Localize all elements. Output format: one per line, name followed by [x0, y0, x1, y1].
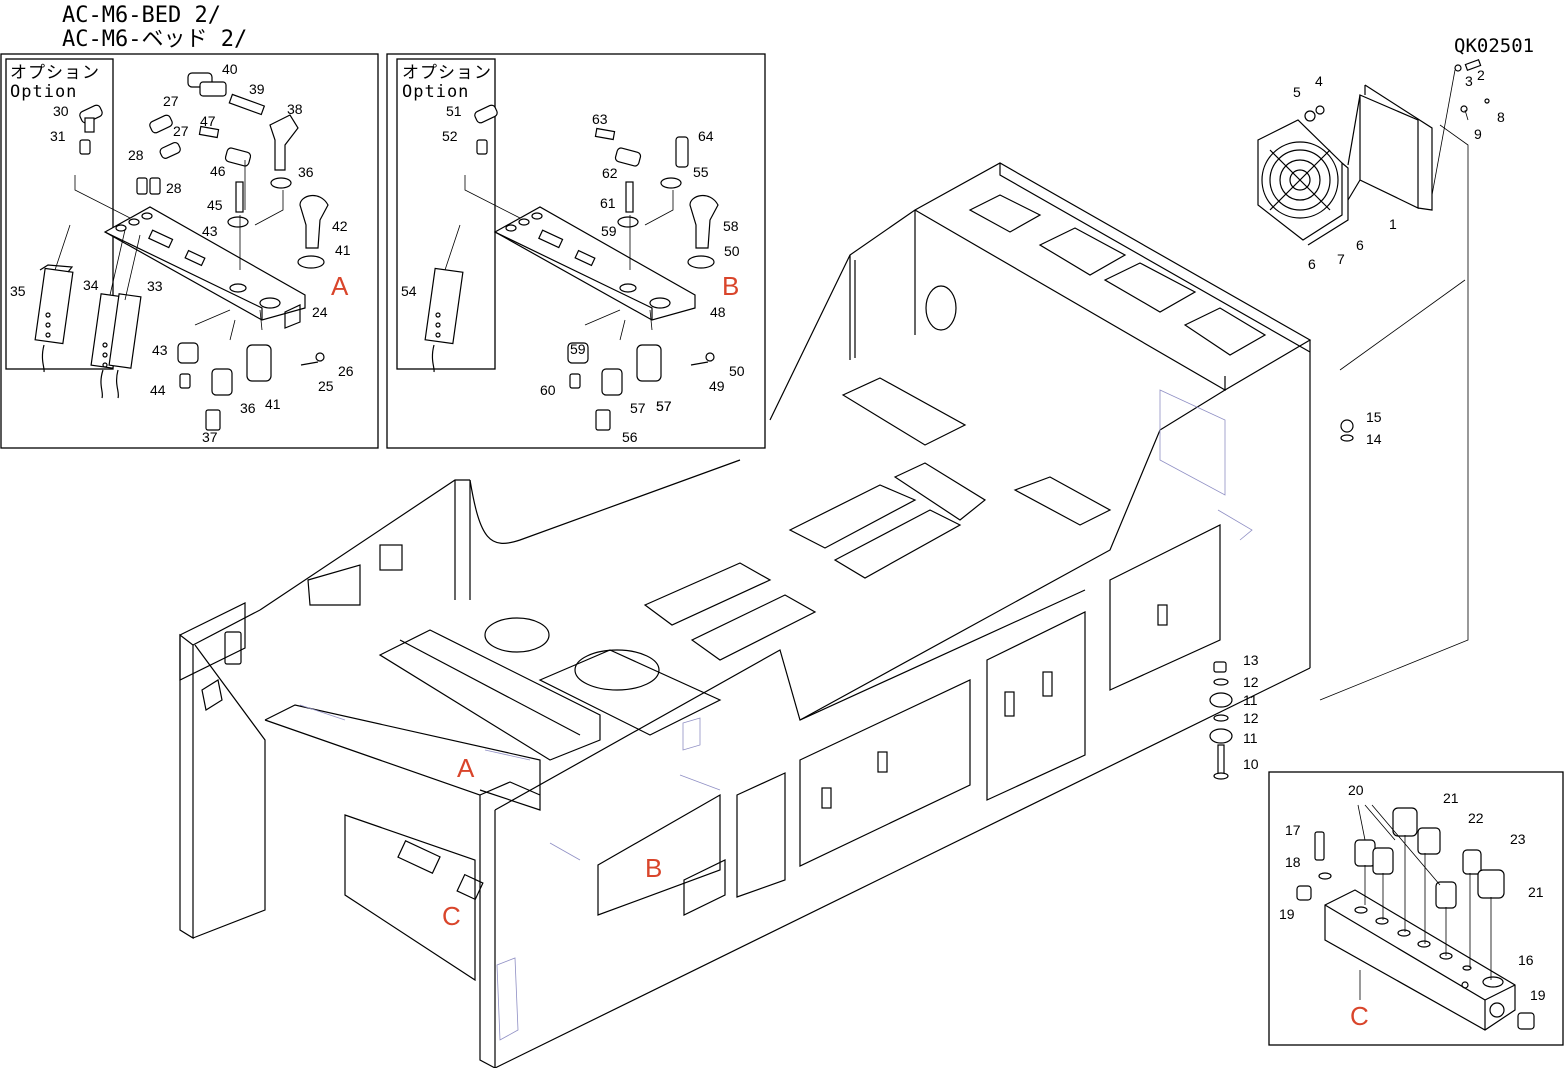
- part-number: 54: [401, 283, 417, 299]
- part-number: 18: [1285, 854, 1301, 870]
- part-number: 4: [1315, 73, 1323, 89]
- fan-assembly: [1258, 60, 1489, 700]
- part-number: 62: [602, 165, 618, 181]
- part-number: 57: [630, 400, 646, 416]
- part-number: 37: [202, 429, 218, 445]
- part-number: 51: [446, 103, 462, 119]
- bed-frame: [180, 163, 1310, 1068]
- drawing-code: QK02501: [1454, 35, 1534, 57]
- mount-stack: [1210, 420, 1353, 779]
- part-number: 25: [318, 378, 334, 394]
- part-number: 13: [1243, 652, 1259, 668]
- callout-b: B: [722, 271, 739, 301]
- part-number: 31: [50, 128, 66, 144]
- part-number: 3: [1465, 73, 1473, 89]
- part-number: 7: [1337, 251, 1345, 267]
- callout-a: A: [331, 271, 349, 301]
- part-number: 16: [1518, 952, 1534, 968]
- part-number: 11: [1243, 692, 1258, 708]
- part-number: 63: [592, 111, 608, 127]
- part-number: 14: [1366, 431, 1382, 447]
- part-number: 61: [600, 195, 616, 211]
- part-number: 30: [53, 103, 69, 119]
- part-number: 23: [1510, 831, 1526, 847]
- part-number: 50: [729, 363, 745, 379]
- part-number: 36: [298, 164, 314, 180]
- part-number: 19: [1530, 987, 1546, 1003]
- part-number: 8: [1497, 109, 1505, 125]
- part-number: 56: [622, 429, 638, 445]
- part-number: 11: [1243, 730, 1258, 746]
- part-number: 46: [210, 163, 226, 179]
- part-number: 41: [265, 396, 281, 412]
- part-number: 40: [222, 61, 238, 77]
- part-number: 20: [1348, 782, 1364, 798]
- part-number: 42: [332, 218, 348, 234]
- part-number: 26: [338, 363, 354, 379]
- part-number: 6: [1308, 256, 1316, 272]
- part-number: 21: [1528, 884, 1544, 900]
- callout-c: C: [1350, 1001, 1369, 1031]
- part-number: 27: [173, 123, 189, 139]
- detail-box-c: [1269, 772, 1563, 1045]
- part-number: 55: [693, 164, 709, 180]
- part-number: 22: [1468, 810, 1484, 826]
- part-number: 9: [1474, 126, 1482, 142]
- callout-c-frame: C: [442, 901, 461, 931]
- option-label-jp-b: オプション: [402, 63, 492, 83]
- part-number: 6: [1356, 237, 1364, 253]
- callout-a-frame: A: [457, 753, 475, 783]
- callout-labels: A B A B C C: [331, 271, 1369, 1031]
- part-number: 49: [709, 378, 725, 394]
- part-number: 57: [656, 398, 672, 414]
- part-number: 44: [150, 382, 166, 398]
- part-number: 12: [1243, 710, 1259, 726]
- part-number: 33: [147, 278, 163, 294]
- part-number: 24: [312, 304, 328, 320]
- option-label-jp: オプション: [10, 63, 100, 83]
- part-number: 39: [249, 81, 265, 97]
- part-number: 50: [724, 243, 740, 259]
- part-number: 10: [1243, 756, 1259, 772]
- part-number: 15: [1366, 409, 1382, 425]
- part-number: 12: [1243, 674, 1259, 690]
- part-number: 19: [1279, 906, 1295, 922]
- part-number: 34: [83, 277, 99, 293]
- part-number: 45: [207, 197, 223, 213]
- part-number: 27: [163, 93, 179, 109]
- part-number: 52: [442, 128, 458, 144]
- title-line-2: AC-M6-ベッド 2/: [62, 27, 247, 52]
- option-label-en-b: Option: [402, 82, 469, 102]
- callout-b-frame: B: [645, 853, 662, 883]
- part-number: 35: [10, 283, 26, 299]
- part-number: 58: [723, 218, 739, 234]
- part-number: 64: [698, 128, 714, 144]
- part-number: 1: [1389, 216, 1397, 232]
- part-number: 59: [601, 223, 617, 239]
- part-number: 60: [540, 382, 556, 398]
- part-number: 28: [128, 147, 144, 163]
- part-number: 17: [1285, 822, 1301, 838]
- part-number: 48: [710, 304, 726, 320]
- part-number: 5: [1293, 84, 1301, 100]
- part-number: 21: [1443, 790, 1459, 806]
- title-line-1: AC-M6-BED 2/: [62, 3, 221, 28]
- part-number: 28: [166, 180, 182, 196]
- part-number: 59: [570, 341, 586, 357]
- part-number: 2: [1477, 67, 1485, 83]
- part-number: 47: [200, 113, 216, 129]
- option-label-en: Option: [10, 82, 77, 102]
- part-number: 38: [287, 101, 303, 117]
- part-number: 36: [240, 400, 256, 416]
- part-number: 43: [202, 223, 218, 239]
- part-number: 43: [152, 342, 168, 358]
- part-number: 41: [335, 242, 351, 258]
